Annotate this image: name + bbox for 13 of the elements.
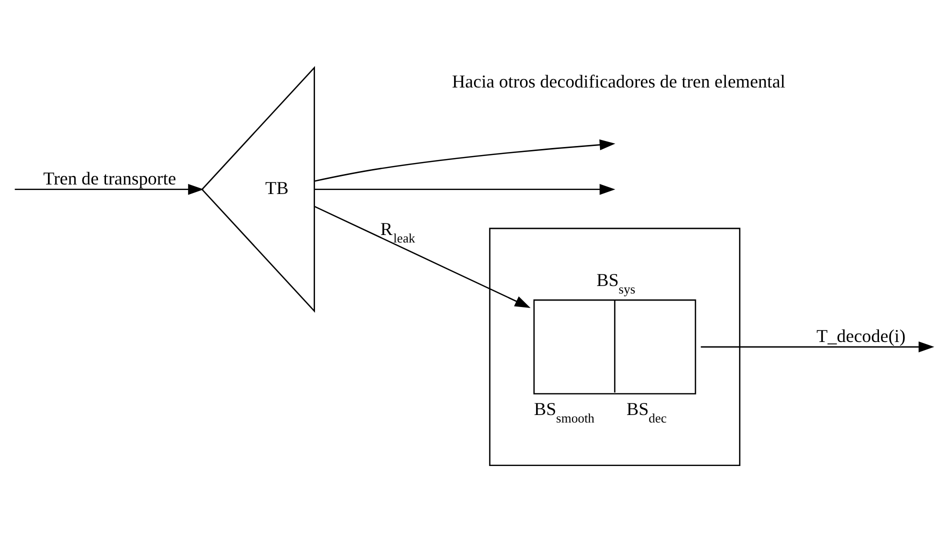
cluster (489, 228, 740, 466)
node-label: BS$_{smooth}$ (534, 398, 594, 426)
node-label: BS$_{dec}$ (626, 398, 667, 426)
arrow (314, 206, 531, 308)
label: Hacia otros decodificadores de tren elemental (452, 71, 786, 92)
edge-label: R$_{leak}$ (380, 219, 416, 246)
arrow (314, 184, 616, 195)
arrow (14, 184, 204, 195)
arrow (314, 139, 616, 182)
node-label: BS$_{sys}$ (596, 270, 636, 296)
edge-label: T_decode(i) (816, 326, 906, 346)
arrow (700, 341, 934, 352)
edge-label: Tren de transporte (43, 168, 176, 188)
